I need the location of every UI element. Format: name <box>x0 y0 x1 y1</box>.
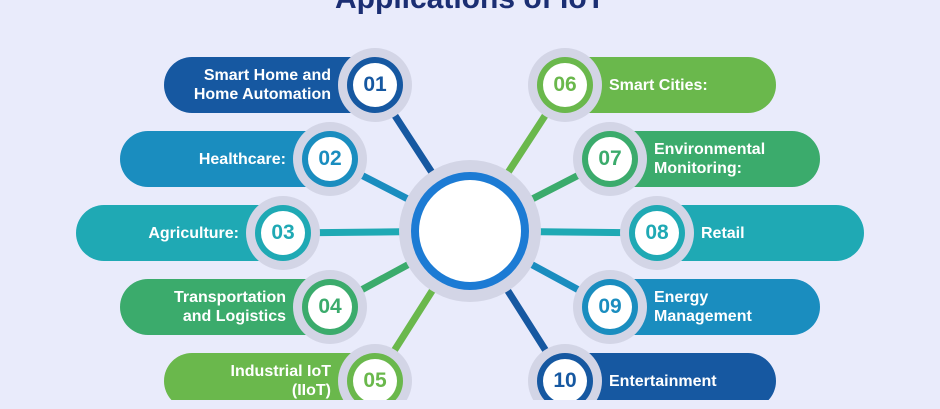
badge-02 <box>308 137 352 181</box>
item-label-03: Agriculture: <box>148 224 239 242</box>
item-number-09: 09 <box>598 295 622 318</box>
iot-diagram: Applications of IoT 01 Smart Home andHome… <box>0 0 940 400</box>
item-label-08: Retail <box>701 224 745 242</box>
badge-01 <box>353 63 397 107</box>
badge-06 <box>543 63 587 107</box>
badge-07 <box>588 137 632 181</box>
item-label-05: Industrial IoT(IIoT) <box>230 363 331 399</box>
item-number-04: 04 <box>318 295 342 318</box>
item-label-02: Healthcare: <box>198 150 286 168</box>
item-number-05: 05 <box>363 369 387 392</box>
item-number-08: 08 <box>645 221 669 244</box>
badge-10 <box>543 359 587 400</box>
item-label-10: Entertainment <box>609 372 717 390</box>
item-number-07: 07 <box>598 147 622 170</box>
item-number-02: 02 <box>318 147 342 170</box>
item-label-06: Smart Cities: <box>609 76 708 94</box>
hub-center <box>419 180 521 282</box>
badge-03 <box>261 211 305 255</box>
page-title: Applications of IoT <box>0 0 940 16</box>
item-number-01: 01 <box>363 73 387 96</box>
badge-04 <box>308 285 352 329</box>
diagram-canvas <box>76 48 864 400</box>
badge-05 <box>353 359 397 400</box>
badge-08 <box>635 211 679 255</box>
badge-09 <box>588 285 632 329</box>
item-number-10: 10 <box>553 369 577 392</box>
item-number-03: 03 <box>271 221 295 244</box>
item-number-06: 06 <box>553 73 577 96</box>
